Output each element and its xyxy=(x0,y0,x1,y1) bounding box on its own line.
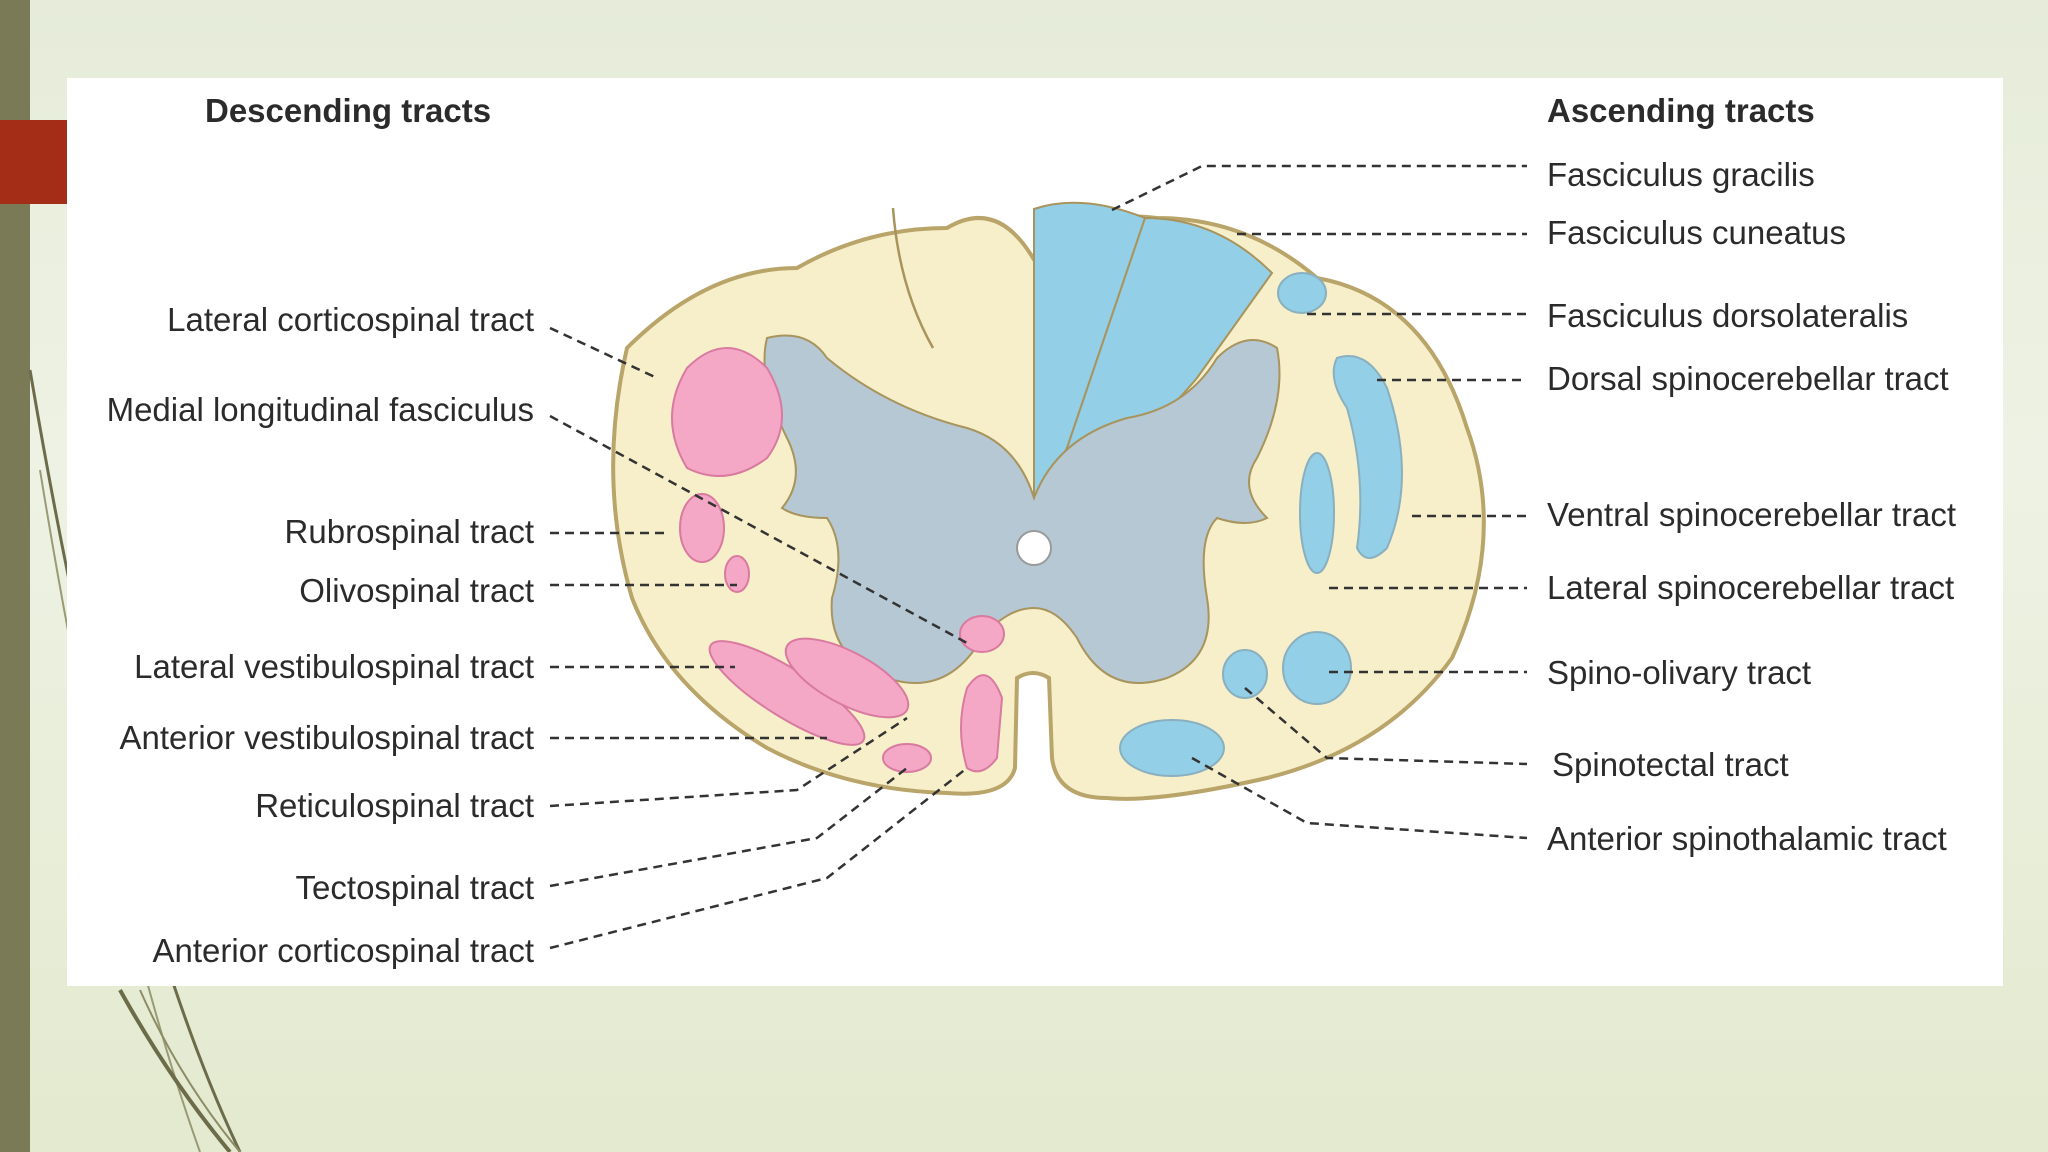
dorsal-spinocerebellar-area xyxy=(1332,355,1403,559)
central-canal xyxy=(1016,530,1052,566)
anterior-vestibulospinal-area xyxy=(784,637,910,719)
label-lateral-vestibulospinal: Lateral vestibulospinal tract xyxy=(134,648,534,685)
label-spino-olivary: Spino-olivary tract xyxy=(1547,654,1812,691)
label-reticulospinal: Reticulospinal tract xyxy=(255,787,534,824)
slide-accent-block xyxy=(0,120,67,204)
descending-heading: Descending tracts xyxy=(205,92,492,129)
label-medial-longitudinal: Medial longitudinal fasciculus xyxy=(106,391,534,428)
ascending-leader-lines xyxy=(1111,164,1528,840)
label-anterior-spinothalamic: Anterior spinothalamic tract xyxy=(1547,820,1947,857)
lateral-corticospinal-area xyxy=(671,347,783,477)
anterior-corticospinal-area xyxy=(960,674,1004,773)
label-lateral-corticospinal: Lateral corticospinal tract xyxy=(167,301,534,338)
diagram-panel: Descending tracts Ascending tracts Later… xyxy=(67,78,2003,986)
descending-leader-lines xyxy=(549,326,968,950)
fasciculus-dorsolateralis-area xyxy=(1277,272,1327,314)
label-fasciculus-cuneatus: Fasciculus cuneatus xyxy=(1547,214,1846,251)
label-anterior-vestibulospinal: Anterior vestibulospinal tract xyxy=(119,719,534,756)
rubrospinal-area xyxy=(679,493,725,563)
spinotectal-area xyxy=(1222,649,1268,699)
spino-olivary-area xyxy=(1282,631,1352,705)
dorsal-fissure-line xyxy=(891,207,935,349)
olivospinal-area xyxy=(724,555,750,593)
label-lateral-spinocerebellar: Lateral spinocerebellar tract xyxy=(1547,569,1955,606)
label-olivospinal: Olivospinal tract xyxy=(299,572,534,609)
label-fasciculus-gracilis: Fasciculus gracilis xyxy=(1547,156,1815,193)
medial-longitudinal-area xyxy=(959,615,1005,653)
grey-matter xyxy=(763,334,1281,684)
label-rubrospinal: Rubrospinal tract xyxy=(284,513,534,550)
reticulospinal-area xyxy=(882,743,932,773)
spinal-cord-cross-section xyxy=(549,164,1528,950)
label-spinotectal: Spinotectal tract xyxy=(1552,746,1789,783)
label-dorsal-spinocerebellar: Dorsal spinocerebellar tract xyxy=(1547,360,1949,397)
label-ventral-spinocerebellar: Ventral spinocerebellar tract xyxy=(1547,496,1957,533)
label-fasciculus-dorsolateralis: Fasciculus dorsolateralis xyxy=(1547,297,1909,334)
ventral-spinocerebellar-area xyxy=(1299,452,1335,574)
ascending-heading: Ascending tracts xyxy=(1547,92,1815,129)
label-tectospinal: Tectospinal tract xyxy=(295,869,534,906)
label-anterior-corticospinal: Anterior corticospinal tract xyxy=(152,932,534,969)
